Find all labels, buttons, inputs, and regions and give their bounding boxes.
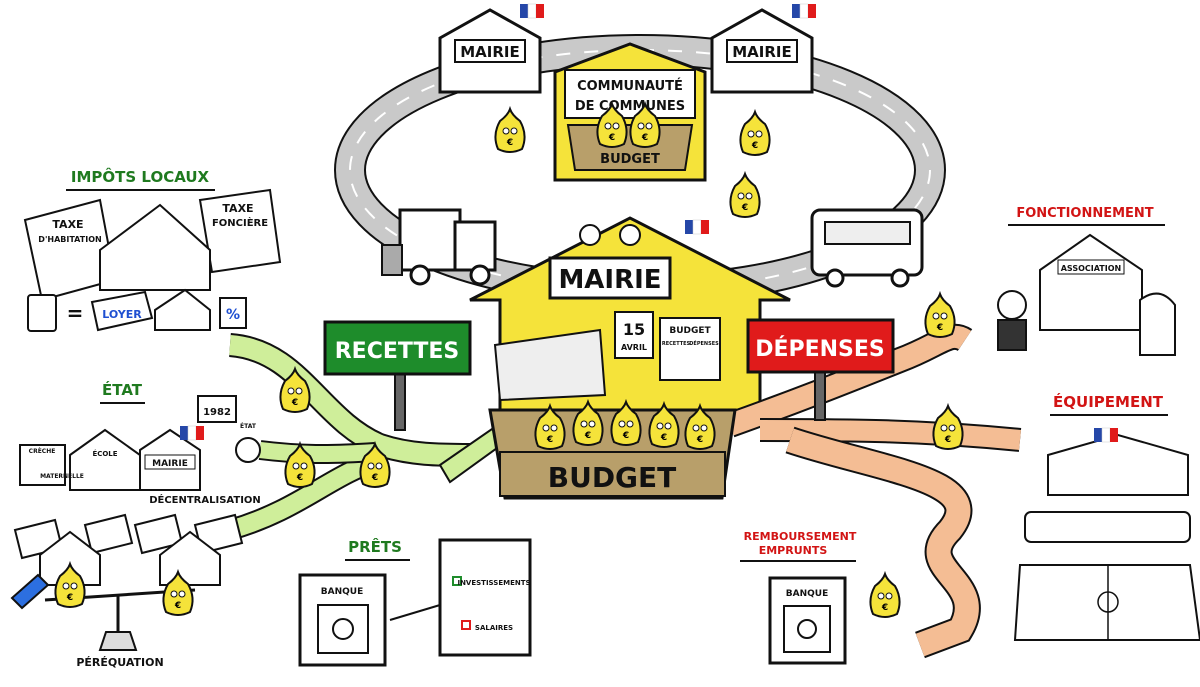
central-mairie: MAIRIE 15 AVRIL BUDGET RECETTES DÉPENSES: [469, 216, 791, 422]
mairie-right-label: MAIRIE: [732, 43, 792, 61]
remboursement-line1: REMBOURSEMENT: [744, 530, 857, 543]
flag-icon: [519, 3, 545, 19]
remboursement-line2: EMPRUNTS: [759, 544, 828, 557]
right-banque-label: BANQUE: [786, 589, 828, 599]
association-building: [1039, 233, 1143, 331]
central-mairie-label: MAIRIE: [558, 265, 661, 295]
character-icon: [1139, 292, 1176, 356]
perequation-label: PÉRÉQUATION: [76, 656, 163, 669]
communaute-de-communes: COMMUNAUTÉ DE COMMUNES BUDGET: [553, 42, 707, 182]
equipement-label: ÉQUIPEMENT: [1053, 392, 1164, 411]
impots-locaux-section: IMPÔTS LOCAUX TAXE D'HABITATION TAXE FON…: [23, 167, 282, 332]
mairie-left-label: MAIRIE: [460, 43, 520, 61]
flipchart: [438, 538, 532, 657]
prets-section: PRÊTS BANQUE INVESTISSEMENTS SALAIRES: [298, 537, 532, 667]
bus-icon: [810, 208, 924, 288]
etat-character: [235, 437, 261, 463]
money-bag-icon: [932, 405, 964, 450]
recettes-sign: RECETTES: [323, 320, 472, 431]
taxe-fonciere-2: FONCIÈRE: [212, 216, 268, 229]
remboursement-section: REMBOURSEMENT EMPRUNTS BANQUE: [740, 530, 857, 665]
taxe-habitation-1: TAXE: [52, 218, 83, 231]
mairie-house-right: MAIRIE: [710, 3, 817, 94]
central-budget-basket: BUDGET: [488, 401, 737, 500]
house-icon: [99, 203, 211, 291]
house-icon: [154, 288, 211, 331]
euro-tag-icon: [10, 573, 50, 610]
etat-label: ÉTAT: [102, 380, 143, 399]
loyer-label: LOYER: [102, 308, 142, 321]
prets-label: PRÊTS: [348, 537, 402, 556]
calendar-icon: [197, 395, 237, 423]
house-icon: [159, 530, 221, 586]
ecole-building: [69, 428, 141, 491]
calculator-icon: [27, 294, 57, 332]
budget-board: [659, 317, 721, 381]
garbage-truck-icon: [381, 208, 497, 286]
flag-icon: [179, 425, 205, 441]
mayor-character: [997, 290, 1027, 320]
impots-locaux-label: IMPÔTS LOCAUX: [71, 167, 210, 186]
svg-text:%: %: [226, 307, 240, 323]
flag-icon: [684, 219, 710, 235]
flag-icon: [1093, 427, 1119, 443]
banque-label: BANQUE: [321, 587, 363, 597]
creche-building: [19, 444, 66, 486]
tram-icon: [1024, 511, 1191, 543]
school-building: [1047, 433, 1189, 496]
maternelle-label: MATERNELLE: [40, 473, 84, 480]
ecole-label: ÉCOLE: [92, 449, 117, 458]
association-label: ASSOCIATION: [1061, 264, 1122, 273]
salaires-label: SALAIRES: [475, 624, 513, 632]
percent-sheet-icon: [219, 297, 247, 329]
taxe-fonciere-1: TAXE: [222, 202, 253, 215]
communaute-line2: DE COMMUNES: [575, 99, 685, 114]
calendar-day: 15: [623, 320, 645, 339]
mairie-house-left: MAIRIE: [438, 3, 545, 94]
equipement-section: ÉQUIPEMENT: [1013, 392, 1200, 641]
money-bag-icon: [494, 108, 526, 153]
communaute-line1: COMMUNAUTÉ: [577, 78, 683, 94]
recettes-label: RECETTES: [335, 339, 460, 364]
calendar-month: AVRIL: [621, 343, 647, 352]
money-bag-icon: [729, 173, 761, 218]
year-label: 1982: [203, 407, 231, 418]
etat-section: ÉTAT 1982 CRÈCHE ÉCOLE MATERNELLE MAIRIE…: [19, 380, 261, 506]
investissements-label: INVESTISSEMENTS: [457, 579, 530, 587]
calendar-icon: [614, 311, 654, 359]
balance-scale-icon: [98, 631, 138, 651]
money-bag-icon: [869, 573, 901, 618]
creche-label: CRÈCHE: [29, 447, 56, 455]
etat-hat-label: ÉTAT: [240, 422, 257, 430]
perequation-section: PÉRÉQUATION: [10, 513, 244, 669]
svg-text:=: =: [67, 301, 84, 325]
depenses-sign: DÉPENSES: [746, 318, 895, 421]
money-bag-icon: [739, 111, 771, 156]
flag-icon: [791, 3, 817, 19]
taxe-habitation-2: D'HABITATION: [38, 235, 101, 244]
board-depenses: DÉPENSES: [689, 339, 719, 347]
board-recettes: RECETTES: [662, 341, 691, 347]
money-bag-icon: [924, 293, 956, 338]
board-title: BUDGET: [669, 326, 711, 336]
fonctionnement-label: FONCTIONNEMENT: [1016, 206, 1153, 221]
small-budget-label: BUDGET: [600, 152, 660, 167]
mairie-small-label: MAIRIE: [152, 459, 188, 469]
decentralisation-label: DÉCENTRALISATION: [149, 493, 261, 506]
depenses-label: DÉPENSES: [755, 336, 885, 362]
central-budget-label: BUDGET: [548, 461, 677, 494]
fonctionnement-section: FONCTIONNEMENT ASSOCIATION: [997, 206, 1176, 356]
